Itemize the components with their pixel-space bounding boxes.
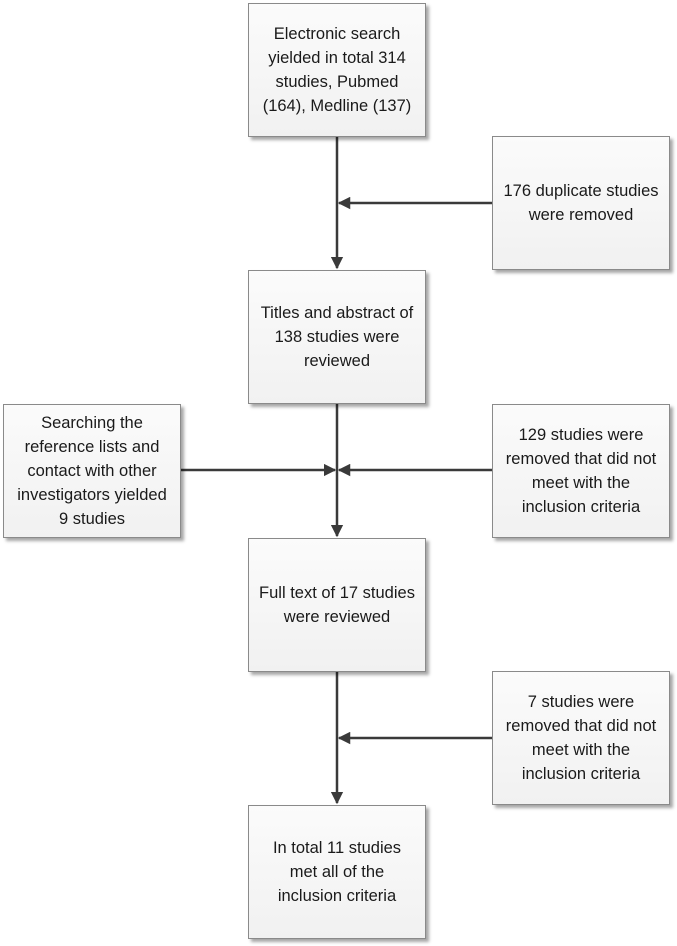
duplicates-removed-text: 176 duplicate studies were removed bbox=[503, 182, 659, 224]
titles-abstracts-box: Titles and abstract of 138 studies were … bbox=[248, 270, 426, 404]
included-studies-box: In total 11 studies met all of the inclu… bbox=[248, 805, 426, 939]
excluded-screening-box: 129 studies were removed that did not me… bbox=[492, 404, 670, 538]
titles-abstracts-text: Titles and abstract of 138 studies were … bbox=[260, 304, 414, 370]
included-studies-text: In total 11 studies met all of the inclu… bbox=[272, 839, 402, 905]
electronic-search-box: Electronic search yielded in total 314 s… bbox=[248, 3, 426, 137]
full-text-box: Full text of 17 studies were reviewed bbox=[248, 538, 426, 672]
excluded-fulltext-box: 7 studies were removed that did not meet… bbox=[492, 671, 670, 805]
reference-search-box: Searching the reference lists and contac… bbox=[3, 404, 181, 538]
electronic-search-text: Electronic search yielded in total 314 s… bbox=[262, 25, 412, 115]
reference-search-text: Searching the reference lists and contac… bbox=[17, 414, 167, 528]
full-text-text: Full text of 17 studies were reviewed bbox=[259, 584, 415, 626]
excluded-screening-text: 129 studies were removed that did not me… bbox=[505, 426, 657, 516]
duplicates-removed-box: 176 duplicate studies were removed bbox=[492, 136, 670, 270]
excluded-fulltext-text: 7 studies were removed that did not meet… bbox=[505, 693, 657, 783]
